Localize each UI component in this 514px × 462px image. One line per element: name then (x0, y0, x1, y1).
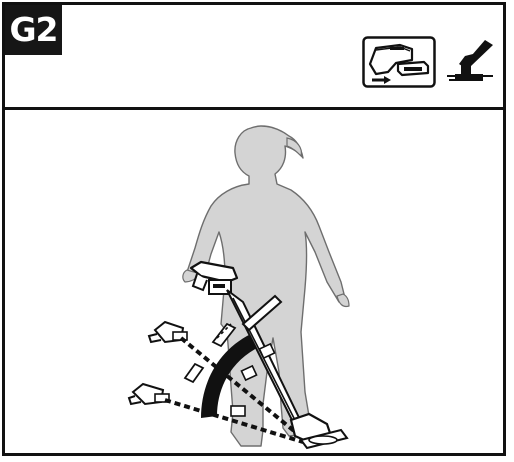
panel-header: G2 (5, 5, 503, 110)
trimmer-tool-icon (443, 36, 497, 88)
battery-removed-icon (362, 36, 436, 88)
instruction-panel: G2 (2, 2, 506, 456)
step-badge: G2 (5, 5, 62, 55)
trimmer-operation-illustration (5, 110, 503, 453)
